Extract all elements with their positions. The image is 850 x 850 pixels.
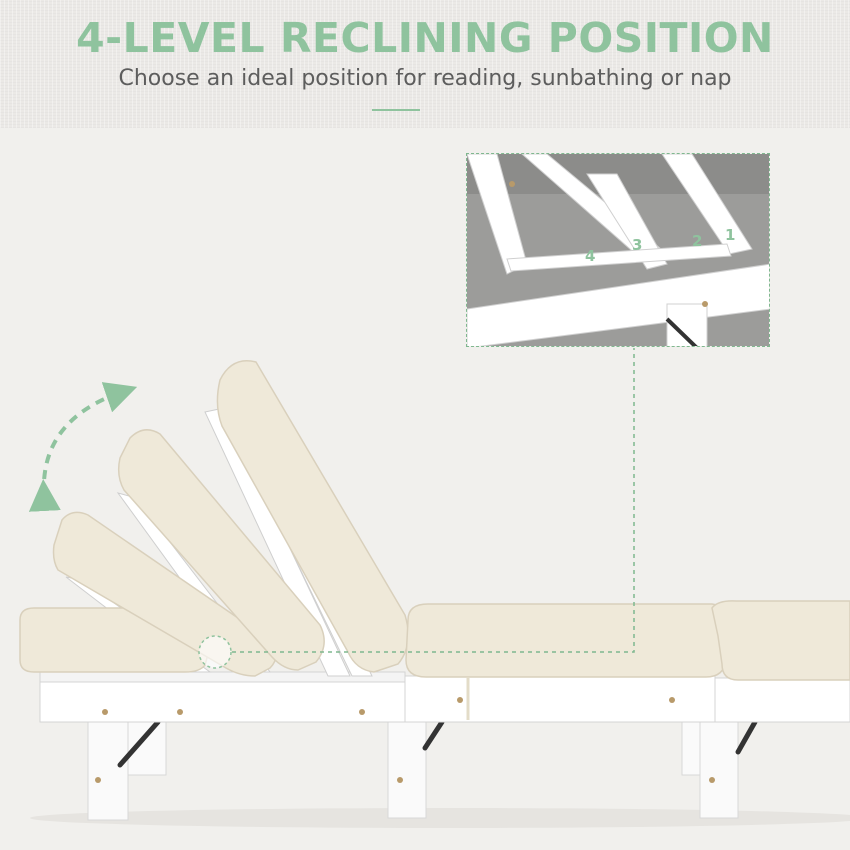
position-mark-4: 4	[585, 247, 596, 265]
page-subtitle: Choose an ideal position for reading, su…	[118, 66, 732, 91]
page-title: 4-LEVEL RECLINING POSITION	[76, 14, 774, 62]
position-mark-3: 3	[632, 236, 643, 254]
back-cushions	[19, 360, 409, 677]
recline-detail-inset: 4 3 2 1	[466, 153, 770, 347]
recline-arrow-icon	[28, 382, 138, 512]
seat-cushions	[405, 600, 850, 681]
lounger-frame	[39, 671, 850, 723]
position-mark-1: 1	[725, 226, 736, 244]
header-banner: 4-LEVEL RECLINING POSITION Choose an ide…	[0, 0, 850, 128]
position-mark-2: 2	[692, 232, 703, 250]
title-divider	[372, 109, 420, 111]
lounger-legs	[87, 719, 739, 821]
detail-photo	[467, 154, 769, 346]
